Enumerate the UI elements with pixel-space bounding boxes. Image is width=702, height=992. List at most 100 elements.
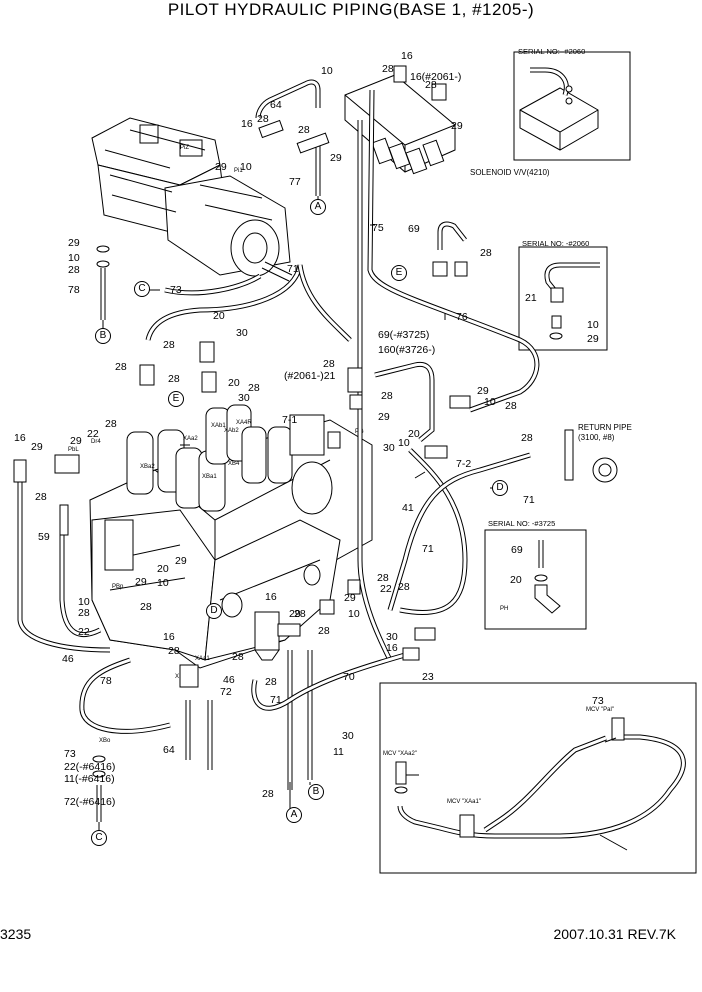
callout-number: 11(-#6416)	[64, 773, 115, 785]
callout-number: 73	[170, 284, 182, 296]
connector-circle: A	[286, 807, 302, 823]
callout-number: 22	[87, 428, 99, 440]
callout-number: 77	[289, 176, 301, 188]
callout-number: 7-1	[282, 414, 298, 426]
port-xa4r: XA4R	[236, 420, 252, 426]
callout-number: 22(-#6416)	[64, 761, 116, 773]
callout-number: 28	[168, 373, 180, 385]
callout-number: 30	[236, 327, 248, 339]
callout-number: 30	[342, 730, 354, 742]
callout-number: 28	[68, 264, 80, 276]
callout-number: 59	[38, 531, 50, 543]
callout-number: 30	[238, 392, 250, 404]
callout-number: 20	[408, 428, 420, 440]
callout-number: 16	[14, 432, 26, 444]
port-xaa1: XAa1	[195, 656, 210, 662]
callout-number: 16	[386, 642, 398, 654]
callout-number: 28	[168, 645, 180, 657]
callout-number: 20	[213, 310, 225, 322]
callout-number: 10	[68, 252, 80, 264]
callout-number: 28	[381, 390, 393, 402]
callout-number: 69(-#3725)	[378, 329, 430, 341]
callout-number: 28	[232, 651, 244, 663]
main-pump: PiZ Pi1	[91, 117, 293, 282]
callout-number: 75	[372, 222, 384, 234]
callout-number: 23	[422, 671, 434, 683]
callout-number: 71	[287, 263, 299, 275]
callout-number: 71	[270, 694, 282, 706]
callout-number: 73	[592, 695, 604, 707]
callout-number: 16(#2061-)	[410, 71, 462, 83]
serial-box-mid-label: SERIAL NO: -#2060	[522, 239, 589, 248]
connector-circle: E	[391, 265, 407, 281]
callout-number: 69	[408, 223, 420, 235]
callout-number: 69	[511, 544, 523, 556]
connector-circle: A	[310, 199, 326, 215]
callout-number: 29	[289, 608, 301, 620]
callout-number: 29	[31, 441, 43, 453]
port-xba1: XBa1	[202, 474, 217, 480]
callout-number: 22	[380, 583, 392, 595]
hoses	[17, 79, 540, 822]
callout-number: 7-2	[456, 458, 472, 470]
port-xab2: XAb2	[224, 428, 239, 434]
callout-number: 16	[163, 631, 175, 643]
callout-number: 28	[521, 432, 533, 444]
port-ph: PH	[500, 606, 508, 612]
callout-number: 10	[157, 577, 169, 589]
date-revision: 2007.10.31 REV.7K	[553, 926, 676, 942]
callout-number: 28	[78, 607, 90, 619]
callout-number: 20	[157, 563, 169, 575]
page-title: PILOT HYDRAULIC PIPING(BASE 1, #1205-)	[167, 0, 535, 19]
callout-number: 41	[402, 502, 414, 514]
port-mcv-xaa1: MCV "XAa1"	[447, 799, 481, 805]
callout-number: 30	[386, 631, 398, 643]
callout-number: 29	[330, 152, 342, 164]
port-pbp: PBp	[112, 584, 124, 590]
serial-box-low-label: SERIAL NO: -#3725	[488, 519, 555, 528]
callout-number: 46	[62, 653, 74, 665]
port-pi1: Pi1	[234, 168, 243, 174]
fittings	[13, 65, 618, 778]
return-pipe-label: RETURN PIPE(3100, #8)	[578, 423, 632, 443]
callout-number: 22	[78, 626, 90, 638]
callout-number: 46	[223, 674, 235, 686]
connector-circle: C	[134, 281, 150, 297]
callout-number: 28	[262, 788, 274, 800]
callout-number: 160(#3726-)	[378, 344, 436, 356]
callout-number: 28	[163, 339, 175, 351]
port-xbo: XBo	[99, 738, 111, 744]
callout-number: 28	[318, 625, 330, 637]
callout-number: 28	[257, 113, 269, 125]
main-control-valve: XAa2 XAb1 XAb2 XA4R XBa2 XBa1 XB4 XBb1 X…	[68, 404, 508, 744]
callout-number: 28	[35, 491, 47, 503]
port-dr4: Dr4	[91, 439, 101, 445]
callout-number: 28	[377, 572, 389, 584]
callout-number: 73	[64, 748, 76, 760]
solenoid-valve: SOLENOID V/V(4210)	[344, 74, 550, 177]
callout-number: 28	[248, 382, 260, 394]
callout-number: 72	[220, 686, 232, 698]
return-pipe-line-1: RETURN PIPE	[578, 423, 632, 432]
callout-number: 10	[348, 608, 360, 620]
solenoid-label: SOLENOID V/V(4210)	[470, 168, 550, 177]
port-xba2: XBa2	[140, 464, 155, 470]
serial-box-top-label: SERIAL NO: -#2060	[518, 47, 585, 56]
callout-number: 28	[294, 608, 306, 620]
callout-number: 28	[382, 63, 394, 75]
connector-circle: B	[95, 328, 111, 344]
return-pipe-line-2: (3100, #8)	[578, 433, 615, 442]
callout-number: 10	[321, 65, 333, 77]
callout-number: 78	[100, 675, 112, 687]
callout-number: 28	[323, 358, 335, 370]
callout-number: 10	[484, 396, 496, 408]
callout-number: 64	[270, 99, 282, 111]
callout-number: 28	[115, 361, 127, 373]
inset-box-mcv: MCV "Pal" MCV "XAa2" MCV "XAa1"	[379, 682, 697, 874]
port-mcv-xaa2: MCV "XAa2"	[383, 751, 417, 757]
callout-number: 71	[523, 494, 535, 506]
page-number: 3235	[0, 926, 32, 942]
callout-number: 20	[510, 574, 522, 586]
callout-number: 71	[422, 543, 434, 555]
connector-circle: D	[206, 603, 222, 619]
